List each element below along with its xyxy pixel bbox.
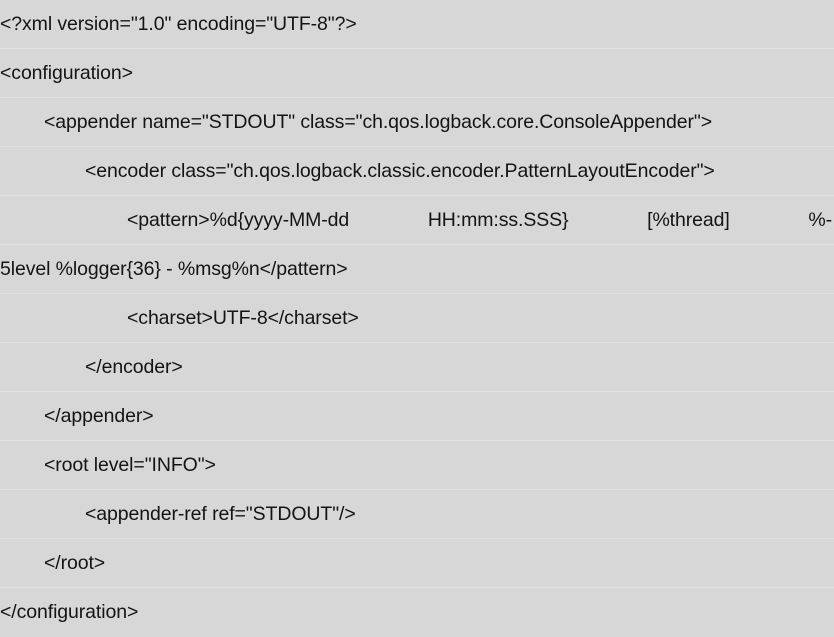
code-line-configuration-open: <configuration> (0, 49, 834, 98)
code-line-xml-declaration: <?xml version="1.0" encoding="UTF-8"?> (0, 0, 834, 49)
code-line-pattern-part1: <pattern>%d{yyyy-MM-dd HH:mm:ss.SSS} [%t… (0, 196, 834, 245)
code-line-root-close: </root> (0, 539, 834, 588)
code-line-encoder-open: <encoder class="ch.qos.logback.classic.e… (0, 147, 834, 196)
code-line-appender-open: <appender name="STDOUT" class="ch.qos.lo… (0, 98, 834, 147)
code-line-configuration-close: </configuration> (0, 601, 139, 623)
code-line-charset: <charset>UTF-8</charset> (0, 294, 834, 343)
code-line-pattern-part2: 5level %logger{36} - %msg%n</pattern> (0, 245, 834, 294)
code-line-appender-close: </appender> (0, 392, 834, 441)
code-line-encoder-close: </encoder> (0, 343, 834, 392)
xml-configuration-document: <?xml version="1.0" encoding="UTF-8"?> <… (0, 0, 834, 623)
code-line-appender-ref: <appender-ref ref="STDOUT"/> (0, 490, 834, 539)
code-line-root-open: <root level="INFO"> (0, 441, 834, 490)
